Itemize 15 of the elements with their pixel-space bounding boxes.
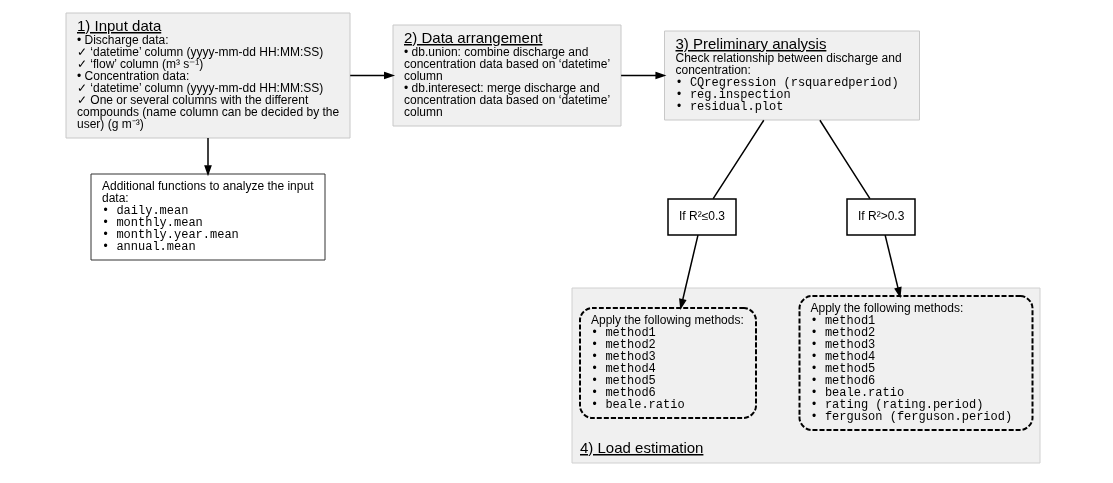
- connector: [818, 119, 871, 199]
- arrow: [619, 71, 666, 79]
- node-box: If R²>0.3: [845, 197, 916, 236]
- arrow: [203, 136, 212, 176]
- node-box: Apply the following methods: • method1 • method2 • method3 • method4 • method5 • method6 • beale.ratio: [578, 306, 757, 419]
- arrow: [678, 233, 699, 310]
- node-box: If R²≤0.3: [666, 197, 737, 236]
- arrow: [348, 71, 395, 79]
- node-box: 1) Input data • Discharge data: ✓ ‘datetime’ column (yyyy-mm-dd HH:MM:SS) ✓ ‘flow’ column (m³ s⁻¹) • Concentration data: ✓ ‘datetime’ column (yyyy-mm-dd HH:MM:SS) ✓ One or several columns with the different compounds (name column can be decided by the user) (g m⁻³): [65, 12, 350, 138]
- node-box: 3) Preliminary analysis Check relationship between discharge and concentration: • CQregression (rsquaredperiod) • reg.inspection • residual.plot: [663, 30, 920, 120]
- arrow: [883, 233, 902, 298]
- node-box: 2) Data arrangement • db.union: combine discharge and concentration data based on ‘datetime’ column • db.interesect: merge discharge and concentration data based on ‘datetime’ column: [392, 24, 621, 126]
- node-box: Additional functions to analyze the input data: • daily.mean • monthly.mean • monthly.year.mean • annual.mean: [90, 173, 325, 260]
- connector: [711, 119, 764, 199]
- node-box: Apply the following methods: • method1 • method2 • method3 • method4 • method5 • method6 • beale.ratio • rating (rating.period) • ferguson (ferguson.period): [798, 294, 1033, 431]
